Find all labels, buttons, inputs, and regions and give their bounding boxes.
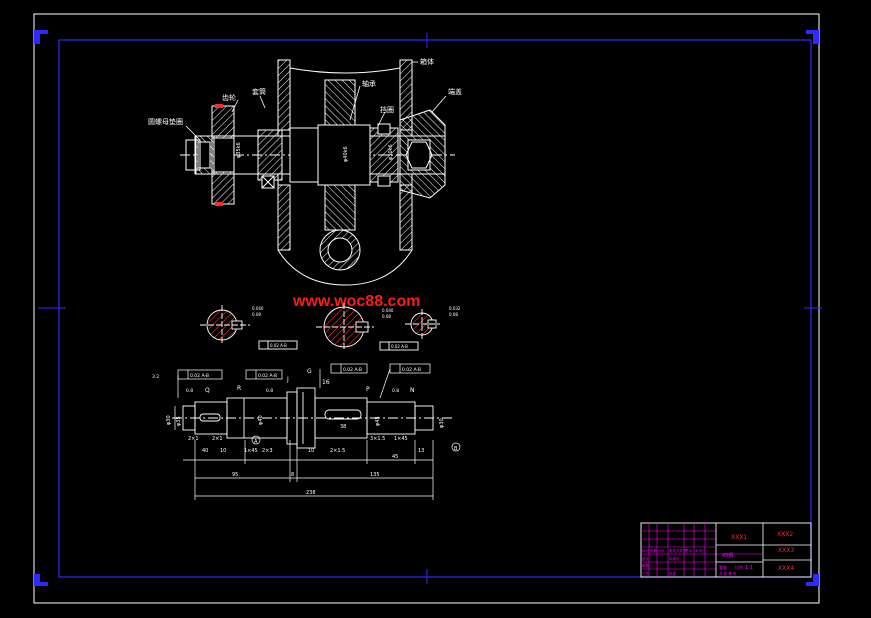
shaft-part (172, 387, 452, 449)
svg-text:A: A (254, 439, 258, 445)
svg-text:45: 45 (392, 454, 398, 460)
title-drawing-no: XXX2 (777, 531, 793, 538)
svg-text:38: 38 (340, 424, 346, 430)
callout-gear: 齿轮 (222, 93, 236, 102)
svg-text:J: J (286, 376, 289, 383)
svg-text:批准: 批准 (669, 571, 677, 576)
svg-text:10: 10 (220, 448, 226, 454)
svg-text:0.08: 0.08 (252, 312, 261, 317)
svg-text:φ45: φ45 (375, 416, 381, 426)
svg-text:φ30: φ30 (166, 415, 172, 425)
svg-text:3.2: 3.2 (152, 374, 159, 380)
title-scale: 1:1 (745, 565, 753, 571)
svg-text:Q: Q (205, 387, 210, 394)
svg-text:135: 135 (370, 472, 380, 478)
svg-text:0.8: 0.8 (392, 388, 399, 394)
label-dia-c: φ30k6 (388, 144, 394, 160)
title-sheet: XXX4 (778, 565, 794, 572)
callout-sleeve: 套筒 (252, 87, 266, 96)
svg-text:16: 16 (322, 379, 330, 386)
section-view-3 (405, 309, 440, 339)
label-dia-b: φ40k6 (343, 146, 349, 162)
svg-text:N: N (410, 387, 415, 394)
svg-text:0.02 A-B: 0.02 A-B (402, 367, 421, 373)
svg-text:处数: 处数 (650, 548, 658, 553)
section-view-2 (316, 303, 419, 351)
svg-text:更改文件号: 更改文件号 (669, 548, 687, 553)
title-company: XXX3 (778, 547, 794, 554)
svg-text:P: P (366, 386, 370, 393)
corner-marks (34, 30, 819, 586)
section-notes: 0.040 0.08 0.02 A-B 0.040 0.08 0.02 A-B … (252, 306, 461, 349)
svg-text:1×45: 1×45 (244, 448, 258, 454)
svg-text:95: 95 (232, 472, 238, 478)
centering-marks (38, 33, 822, 584)
svg-text:标准化: 标准化 (669, 556, 680, 561)
svg-text:年月日: 年月日 (695, 548, 706, 553)
title-block: XXX1 XXX2 XXX3 XXX4 45钢 1:1 重量 比例 共 张 第 … (640, 522, 812, 578)
svg-text:0.8: 0.8 (186, 388, 193, 394)
svg-text:标记: 标记 (642, 548, 650, 553)
svg-text:φ40: φ40 (258, 415, 264, 425)
svg-text:φ35: φ35 (176, 416, 182, 426)
callout-text: 齿轮 套筒 圆螺母垫圈 轴承 挡圈 箱体 端盖 (148, 57, 462, 126)
callout-nut-washer: 圆螺母垫圈 (148, 117, 183, 126)
svg-text:签名: 签名 (685, 548, 692, 553)
callout-bearing: 轴承 (362, 79, 376, 88)
svg-text:分区: 分区 (658, 548, 666, 553)
svg-text:2×1: 2×1 (212, 436, 223, 442)
bearing-left (257, 129, 283, 181)
svg-text:工艺: 工艺 (642, 571, 650, 576)
shaft-fcfs (177, 363, 461, 452)
svg-text:2×1.5: 2×1.5 (330, 448, 345, 454)
svg-text:8: 8 (291, 472, 294, 478)
title-weight-label: 重量 (719, 564, 727, 570)
svg-text:238: 238 (306, 490, 316, 496)
svg-text:0.02 A-B: 0.02 A-B (343, 367, 362, 373)
svg-text:0.8: 0.8 (266, 388, 273, 394)
section-view-1 (200, 305, 298, 350)
callout-housing: 箱体 (420, 57, 434, 66)
arm (324, 79, 356, 131)
svg-text:10: 10 (308, 448, 314, 454)
svg-text:0.040: 0.040 (382, 308, 394, 313)
svg-text:0.040: 0.040 (252, 306, 264, 311)
svg-text:φ30: φ30 (439, 418, 445, 428)
outer-frame (33, 13, 820, 604)
title-sheet-label: 共 张 第 张 (719, 571, 737, 576)
svg-text:0.02 A-B: 0.02 A-B (190, 373, 209, 379)
shaft-labels: 0.02 A-B 0.02 A-B 0.02 A-B 0.02 A-B G P … (152, 367, 458, 452)
svg-text:0.02 A-B: 0.02 A-B (270, 343, 287, 348)
svg-text:0.032: 0.032 (449, 306, 461, 311)
svg-text:0.02 A-B: 0.02 A-B (391, 344, 408, 349)
svg-text:0.08: 0.08 (382, 314, 391, 319)
svg-text:B: B (454, 446, 458, 452)
svg-text:0.08: 0.08 (449, 312, 458, 317)
shaft-dimensions (174, 406, 434, 500)
assembly-view: φ35k6 φ40k6 φ30k6 (180, 59, 455, 286)
housing-left-wall (277, 60, 413, 286)
title-material: 45钢 (722, 552, 733, 559)
callout-washer: 挡圈 (380, 105, 394, 114)
title-scale-label: 比例 (735, 564, 743, 570)
title-part: XXX1 (731, 534, 747, 541)
callout-leaders (185, 61, 447, 141)
svg-text:2×3: 2×3 (262, 448, 273, 454)
svg-text:1×45: 1×45 (394, 436, 408, 442)
svg-text:设计: 设计 (642, 556, 650, 561)
svg-text:13: 13 (418, 448, 424, 454)
svg-text:审核: 审核 (642, 563, 650, 568)
callout-endcap: 端盖 (448, 87, 462, 96)
svg-text:R: R (237, 385, 241, 392)
label-dia-a: φ35k6 (236, 142, 242, 158)
svg-text:G: G (307, 368, 312, 375)
shaft-dimension-text: φ30 φ35 φ40 φ45 φ30 38 2×1 2×1 40 10 1×4… (166, 415, 445, 496)
svg-text:0.02 A-B: 0.02 A-B (258, 373, 277, 379)
svg-text:3×1.5: 3×1.5 (370, 436, 385, 442)
svg-text:2×1: 2×1 (188, 436, 199, 442)
watermark: www.woc88.com (292, 293, 420, 310)
svg-text:40: 40 (202, 448, 208, 454)
